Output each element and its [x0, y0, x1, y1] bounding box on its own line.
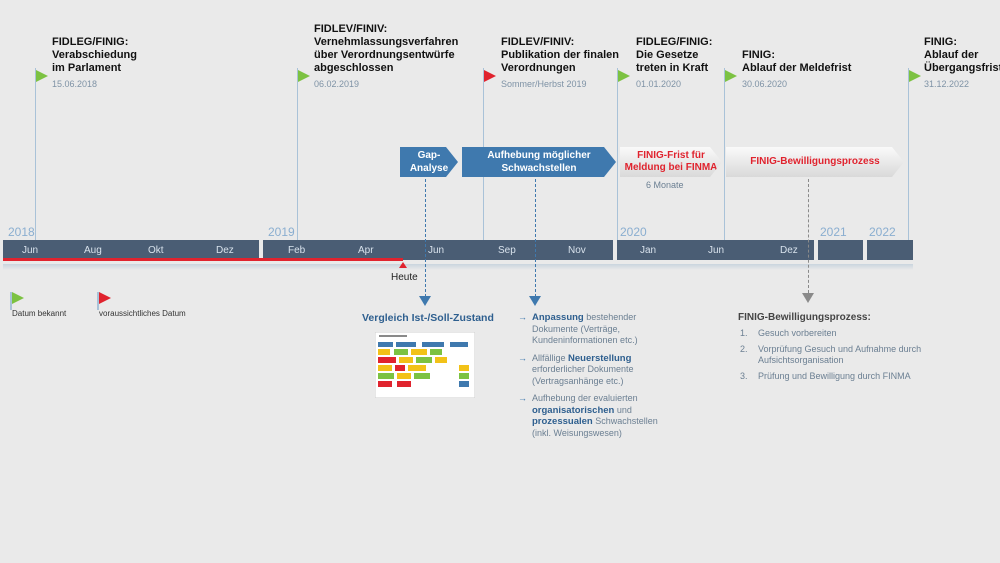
red-flag-icon [99, 292, 111, 304]
process-heading: FINIG-Bewilligungsprozess: [738, 312, 871, 323]
month-label: Aug [84, 245, 102, 256]
phase-gap-analyse: Gap- Analyse [400, 147, 458, 177]
green-flag-icon [36, 70, 48, 82]
month-label: Apr [358, 245, 374, 256]
legend-expected: voraussichtliches Datum [99, 309, 186, 318]
month-label: Jun [708, 245, 725, 256]
green-flag-icon [618, 70, 630, 82]
green-flag-icon [298, 70, 310, 82]
today-marker-icon [399, 262, 407, 268]
milestone-title: FINIG: Ablauf der Meldefrist [742, 49, 852, 74]
timeline-bar-2021 [818, 240, 863, 260]
year-label: 2021 [820, 225, 847, 239]
year-label: 2019 [268, 225, 295, 239]
progress-line [3, 258, 403, 261]
month-label: Okt [148, 245, 164, 256]
legend-pole [97, 292, 99, 310]
milestone-line-2022 [908, 68, 909, 240]
milestone-title: FIDLEV/FINIV: Publikation der finalen Ve… [501, 36, 619, 74]
timeline-bar-2019 [263, 240, 613, 260]
month-label: Jan [640, 245, 657, 256]
month-label: Jun [428, 245, 445, 256]
connector-bewilligung [808, 179, 809, 293]
green-flag-icon [909, 70, 921, 82]
process-step: 1.Gesuch vorbereiten [740, 328, 837, 338]
green-flag-icon [12, 292, 24, 304]
milestone-date: 31.12.2022 [924, 79, 970, 89]
milestone-date: 30.06.2020 [742, 79, 788, 89]
milestone-date: 01.01.2020 [636, 79, 682, 89]
measure-item: Allfällige Neuerstellung erforderlicher … [518, 353, 668, 388]
process-steps: 1.Gesuch vorbereiten 2.Vorprüfung Gesuch… [740, 328, 930, 386]
year-label: 2020 [620, 225, 647, 239]
legend-known: Datum bekannt [12, 309, 67, 318]
year-label: 2022 [869, 225, 896, 239]
month-label: Jun [22, 245, 39, 256]
milestone-line-2019-feb [297, 68, 298, 240]
arrow-down-icon [529, 296, 541, 306]
connector-aufhebung [535, 179, 536, 297]
month-label: Dez [216, 245, 234, 256]
milestone-title: FIDLEG/FINIG: Verabschiedung im Parlamen… [52, 36, 137, 74]
timeline-bar-2022 [867, 240, 913, 260]
milestone-date: Sommer/Herbst 2019 [501, 79, 587, 89]
month-label: Nov [568, 245, 586, 256]
phase-aufhebung-schwachstellen: Aufhebung möglicher Schwachstellen [462, 147, 616, 177]
phase-finig-bewilligungsprozess: FINIG-Bewilligungsprozess [726, 147, 904, 177]
process-step: 2.Vorprüfung Gesuch und Aufnahme durch A… [740, 343, 922, 366]
connector-gap-analyse [425, 179, 426, 297]
measure-item: Aufhebung der evaluierten organisatorisc… [518, 393, 668, 439]
milestone-title: FINIG: Ablauf der Übergangsfrist [924, 36, 1000, 74]
milestone-title: FIDLEG/FINIG: Die Gesetze treten in Kraf… [636, 36, 713, 74]
green-flag-icon [725, 70, 737, 82]
phase-duration-note: 6 Monate [646, 180, 684, 190]
measure-item: Anpassung bestehender Dokumente (Verträg… [518, 312, 668, 347]
milestone-title: FIDLEV/FINIV: Vernehmlassungsverfahren ü… [314, 23, 459, 74]
milestone-date: 06.02.2019 [314, 79, 360, 89]
milestone-line-2020-jun [724, 68, 725, 240]
timeline-bar-2018 [3, 240, 259, 260]
process-step: 3.Prüfung und Bewilligung durch FINMA [740, 370, 911, 381]
arrow-down-icon [802, 293, 814, 303]
milestone-line-2020-jan [617, 68, 618, 240]
today-label: Heute [391, 272, 418, 283]
legend-pole [10, 292, 12, 310]
year-label: 2018 [8, 225, 35, 239]
milestone-line-2018 [35, 68, 36, 240]
phase-finig-meldefrist: FINIG-Frist für Meldung bei FINMA [620, 147, 722, 177]
milestone-date: 15.06.2018 [52, 79, 98, 89]
arrow-down-icon [419, 296, 431, 306]
month-label: Feb [288, 245, 306, 256]
timeline-shadow [3, 264, 913, 270]
timeline-bar-2020 [617, 240, 814, 260]
month-label: Dez [780, 245, 798, 256]
month-label: Sep [498, 245, 516, 256]
gap-analysis-thumbnail [375, 332, 475, 398]
measures-list: Anpassung bestehender Dokumente (Verträg… [518, 312, 668, 445]
red-flag-icon [484, 70, 496, 82]
gap-heading: Vergleich Ist-/Soll-Zustand [362, 312, 494, 324]
